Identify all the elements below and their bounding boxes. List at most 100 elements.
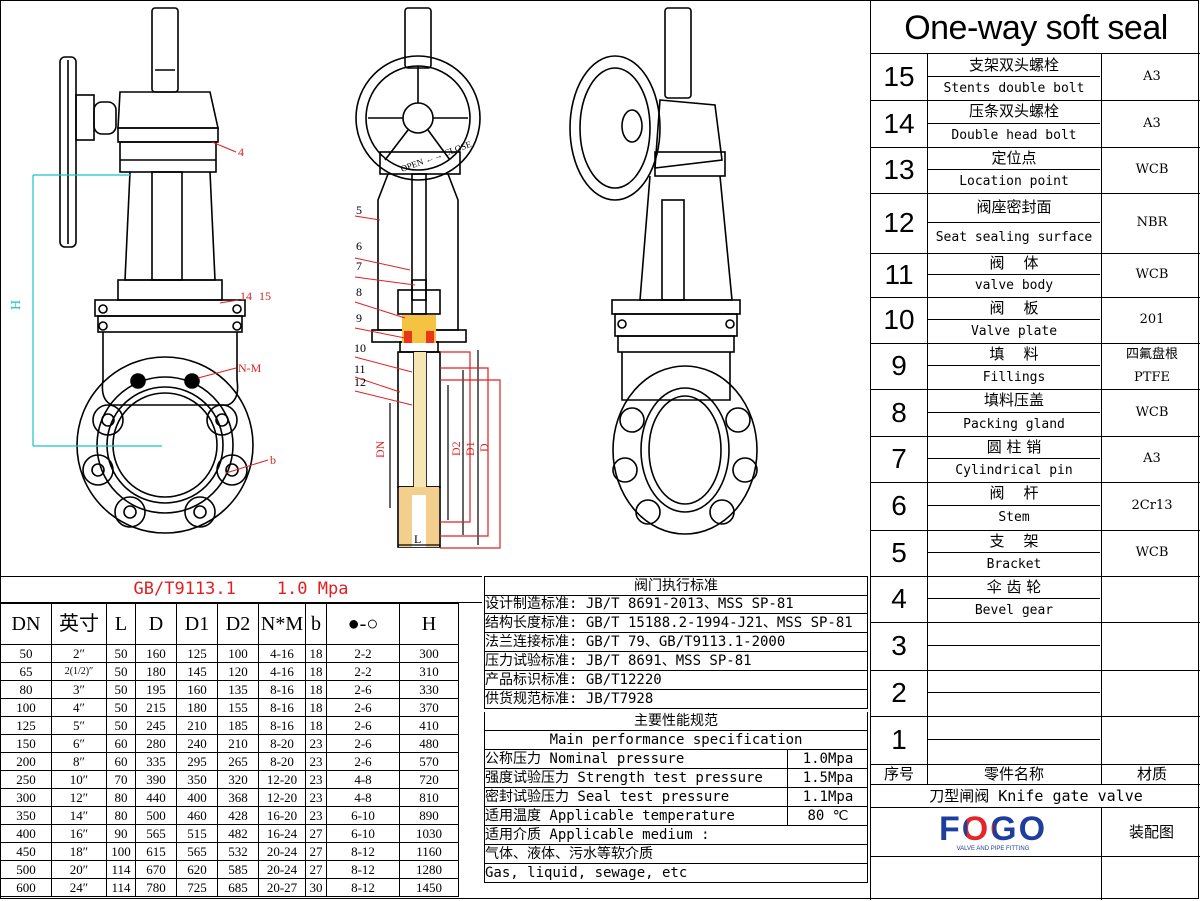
dim-l-label: L [414,532,421,546]
part-name-cn: 压条双头螺栓 [928,100,1100,124]
parts-header-row: 序号 零件名称 材质 [871,764,1200,785]
dimensions-cell: 180 [176,698,218,717]
right-front-view [569,7,758,535]
dimensions-cell: 565 [176,842,218,861]
dimensions-cell: 6-10 [326,806,400,825]
standard-line: 法兰连接标准: GB/T 79、GB/T9113.1-2000 [484,633,868,652]
part-number: 11 [871,253,928,297]
dimensions-cell: 100 [106,842,136,861]
performance-row: 公称压力 Nominal pressure 1.0Mpa [484,750,868,769]
dimensions-cell: 23 [305,734,327,753]
dimensions-cell: 16-24 [258,824,306,843]
performance-value: 80 ℃ [787,807,867,825]
dimensions-cell: 125 [0,716,52,735]
part-number: 3 [871,622,928,670]
part-name-en: Bracket [986,557,1042,572]
dimensions-cell: 8-16 [258,716,306,735]
part-material: WCB [1101,253,1200,297]
dimensions-cell: 320 [217,770,259,789]
valve-drawings: 4 14 15 N-M b H 5 6 7 8 9 10 11 12 DN D2… [9,7,758,549]
dimensions-cell: 685 [217,878,259,897]
part-number: 7 [871,436,928,482]
part-name-cn: 定位点 [928,147,1100,170]
standards-title: 阀门执行标准 [484,576,868,596]
dimensions-cell: 890 [399,806,459,825]
dimensions-header-cell: 英寸 [51,603,107,645]
dimensions-cell: 6-10 [326,824,400,843]
part-number: 8 [871,389,928,436]
dimensions-cell: 8-12 [326,842,400,861]
performance-label: 公称压力 Nominal pressure [485,751,685,767]
part-name-cn [928,670,1100,693]
dimensions-cell: 300 [0,788,52,807]
leader-lines [197,141,416,474]
dimensions-cell: 240 [176,734,218,753]
dimensions-cell: 100 [217,644,259,663]
part-name-cn: 阀 板 [928,297,1100,320]
drawing-type: 装配图 [1102,808,1200,857]
logo-box: FOGO VALVE AND PIPE FITTING [871,808,1102,857]
dimensions-cell: 1280 [399,860,459,879]
dim-d2-label: D2 [449,441,463,456]
part-number: 9 [871,343,928,389]
dim-d-label: D [477,443,491,452]
dimensions-cell: 2″ [51,644,107,663]
dimensions-cell: 18 [305,716,327,735]
callout-10: 10 [354,341,366,355]
dimensions-cell: 250 [0,770,52,789]
dimensions-cell: 570 [399,752,459,771]
part-number: 2 [871,670,928,716]
dimensions-cell: 50 [0,644,52,663]
parts-list-title: One-way soft seal [871,0,1200,54]
dimensions-cell: 8-12 [326,878,400,897]
part-name-en: Packing gland [963,416,1065,432]
dimensions-cell: 23 [305,788,327,807]
dimensions-cell: 80 [106,806,136,825]
part-material: NBR [1101,193,1200,253]
dimensions-cell: 335 [135,752,177,771]
dimensions-cell: 27 [305,860,327,879]
callout-6: 6 [356,239,362,253]
part-name-cn: 圆 柱 销 [928,436,1100,459]
dimensions-cell: 368 [217,788,259,807]
dimensions-cell: 50 [106,680,136,699]
dim-d1-label: D1 [463,441,477,456]
part-name-cn: 支 架 [928,530,1100,553]
performance-label: 适用温度 Applicable temperature [485,808,735,824]
dimensions-cell: 780 [135,878,177,897]
red-section-lines [440,351,501,549]
dimensions-cell: 2(1/2)″ [51,662,107,681]
part-material-en: PTFE [1134,370,1170,385]
dimensions-cell: 310 [399,662,459,681]
dimensions-cell: 8-12 [326,860,400,879]
dimensions-cell: 20″ [51,860,107,879]
standard-line: 结构长度标准: GB/T 15188.2-1994-J21、MSS SP-81 [484,614,868,633]
company-logo: FOGO [933,810,1053,848]
dimensions-cell: 18 [305,662,327,681]
dimensions-cell: 180 [135,662,177,681]
dimensions-cell: 350 [176,770,218,789]
dimensions-cell: 50 [106,716,136,735]
part-material: 2Cr13 [1101,482,1200,530]
dimensions-cell: 27 [305,842,327,861]
dimensions-cell: 8-20 [258,752,306,771]
left-side-view [59,7,254,534]
performance-value: 1.0Mpa [787,750,867,768]
dimensions-cell: 280 [135,734,177,753]
dimensions-cell: 114 [106,860,136,879]
dimensions-cell: 10″ [51,770,107,789]
standard-line: 设计制造标准: JB/T 8691-2013、MSS SP-81 [484,595,868,614]
dimensions-cell: 12″ [51,788,107,807]
dimensions-cell: 18 [305,698,327,717]
